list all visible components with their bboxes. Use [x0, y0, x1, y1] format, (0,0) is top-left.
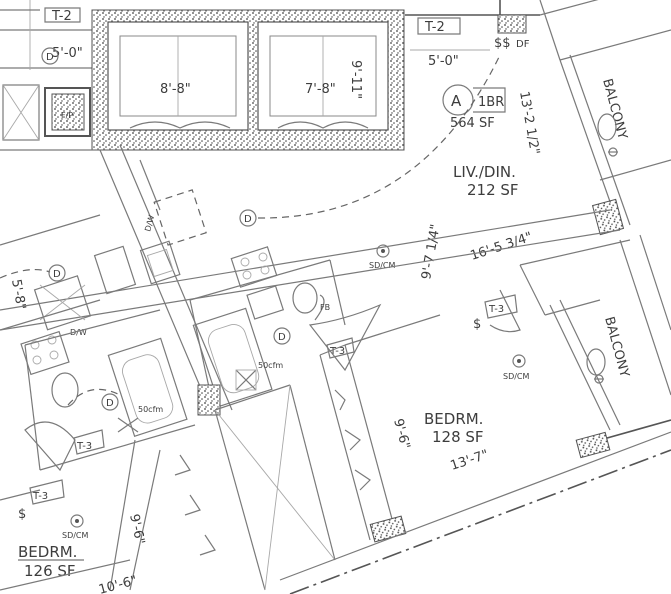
outlet-living: $	[473, 317, 481, 332]
tag-t3-c: T-3	[76, 441, 92, 452]
bedroom-1-name: BEDRM.	[424, 410, 483, 428]
dim-16-5: 16'-5 3/4"	[469, 230, 535, 264]
dim-9-7: 9'-7 1/4"	[419, 223, 443, 281]
corridor-walls	[0, 0, 561, 70]
sd-cm-label-2: SD/CM	[503, 372, 530, 381]
dim-5-8: 5'-8"	[8, 278, 28, 311]
door-arc-bed1	[489, 289, 521, 333]
door-arc-bed2	[24, 421, 76, 472]
unit-type: 1BR	[478, 95, 504, 110]
sd-cm-label-1: SD/CM	[369, 261, 396, 270]
bathroom-left: D 50cfm	[24, 309, 196, 471]
smoke-detector-bedroom-2: SD/CM	[62, 514, 89, 540]
dim-bottom: 10'-6"	[97, 573, 139, 594]
living-room-area: 212 SF	[467, 181, 519, 199]
bedroom-2-area: 126 SF	[24, 562, 76, 580]
living-room-name: LIV./DIN.	[453, 163, 516, 181]
tag-t2-top: T-2	[51, 9, 72, 24]
door-marker-bath-left: D	[106, 398, 114, 409]
tag-t2: T-2	[424, 20, 445, 35]
exterior-walls	[0, 0, 671, 441]
smoke-detector-bedroom: SD/CM	[503, 354, 530, 381]
door-arc-bath	[308, 303, 382, 372]
dishwasher-label-2: D/W	[70, 328, 87, 337]
bedroom-1-area: 128 SF	[432, 428, 484, 446]
bedroom-2-name: BEDRM.	[18, 543, 77, 561]
tag-t3-d: T-3	[32, 491, 48, 502]
top-tags: T-2 5'-0" D T-2 5'-0"	[41, 7, 490, 69]
elevator-depth: 9'-11"	[348, 60, 363, 99]
balcony-label-right: BALCONY	[601, 315, 632, 379]
bathroom-center: D FB 50cfm	[189, 259, 346, 416]
elevator-2-width: 7'-8"	[305, 82, 336, 97]
closet-center	[109, 344, 396, 591]
door-marker-left: D	[53, 269, 61, 280]
unit-tag: A 1BR 564 SF	[442, 84, 506, 131]
dim-9-6-a: 9'-6"	[390, 417, 412, 451]
unit-letter: A	[451, 92, 462, 110]
door-marker-top: D	[46, 52, 54, 63]
exhaust-fan-2: 50cfm	[138, 405, 163, 414]
switch-marks: $$	[494, 36, 511, 51]
unit-area: 564 SF	[450, 116, 495, 131]
door-swing-left	[0, 268, 51, 279]
dim-13-2: 13'-2 1/2"	[516, 90, 542, 156]
bath-fixture-mark: FB	[320, 303, 330, 312]
dim-9-6-b: 9'-6"	[126, 513, 147, 546]
elevator-core: 8'-8" 7'-8" 9'-11"	[91, 9, 405, 151]
dim-5-0-left: 5'-0"	[52, 46, 83, 61]
dim-5-0-right: 5'-0"	[428, 54, 459, 69]
elevator-1-width: 8'-8"	[160, 82, 191, 97]
kitchen: D/W D/W	[0, 144, 278, 411]
door-marker-bath: D	[278, 332, 286, 343]
tag-t3-a: T-3	[329, 346, 345, 357]
outlet-bedroom-2: $	[18, 507, 26, 522]
tag-t3-b: T-3	[488, 304, 504, 315]
exhaust-fan-1: 50cfm	[258, 361, 283, 370]
dishwasher-label: D/W	[143, 214, 156, 233]
fire-panel-label: F/P	[61, 111, 73, 120]
stair-block: F/P	[2, 84, 91, 141]
tag-t3-group: T-3 T-3 T-3 T-3	[29, 294, 518, 505]
exterior-wall-bottom	[289, 449, 671, 594]
disposal-label: DF	[516, 39, 530, 50]
entry-door-swing	[257, 54, 501, 219]
balcony-label-top: BALCONY	[599, 77, 630, 141]
smoke-detector-living: SD/CM	[369, 244, 396, 270]
door-marker-living: D	[244, 214, 252, 225]
outlet-marks: $ $	[18, 147, 618, 522]
sd-cm-label-3: SD/CM	[62, 531, 89, 540]
dim-13-7: 13'-7"	[449, 447, 491, 473]
